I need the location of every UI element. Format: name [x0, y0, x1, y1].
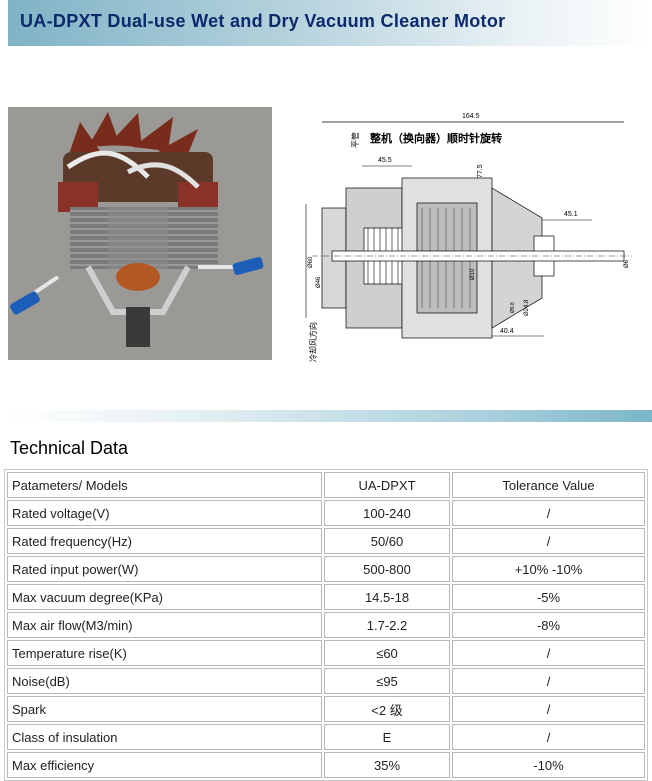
param-cell: Temperature rise(K) [7, 640, 322, 666]
section-divider [8, 410, 652, 422]
tolerance-cell: / [452, 668, 645, 694]
dim-shaft: Ø6 [624, 259, 630, 268]
param-cell: Rated input power(W) [7, 556, 322, 582]
table-row: Max efficiency 35% -10% [7, 752, 645, 778]
tolerance-cell: / [452, 696, 645, 722]
motor-photo-illustration [8, 107, 272, 360]
tolerance-cell: -8% [452, 612, 645, 638]
param-cell: Max air flow(M3/min) [7, 612, 322, 638]
drawing-title: 整机（换向器）顺时针旋转 [369, 131, 502, 145]
tolerance-cell: / [452, 724, 645, 750]
param-cell: Max efficiency [7, 752, 322, 778]
table-row: Rated voltage(V) 100-240 / [7, 500, 645, 526]
table-row: Max air flow(M3/min) 1.7-2.2 -8% [7, 612, 645, 638]
table-row: Class of insulation E / [7, 724, 645, 750]
spec-table: Patameters/ Models UA-DPXT Tolerance Val… [4, 469, 648, 781]
tolerance-cell: / [452, 640, 645, 666]
param-cell: Max vacuum degree(KPa) [7, 584, 322, 610]
dim-d3: 45.1 [564, 211, 578, 218]
motor-cross-section-drawing: 164.5 整机（换向器）顺时针旋转 平管 45.5 77.5 45.1 40.… [305, 113, 632, 362]
table-row: Rated input power(W) 500-800 +10% -10% [7, 556, 645, 582]
drawing-airflow-label: 冷却风方向 [308, 322, 318, 362]
table-row: Temperature rise(K) ≤60 / [7, 640, 645, 666]
dim-d1: 45.5 [378, 157, 392, 164]
motor-photo [8, 107, 272, 360]
dim-dia-mid: Ø9.8 [510, 302, 516, 313]
value-cell: ≤60 [324, 640, 450, 666]
dim-d4: 40.4 [500, 328, 514, 335]
tolerance-cell: -10% [452, 752, 645, 778]
dim-dia-60: Ø60 [308, 256, 314, 268]
header-tolerance: Tolerance Value [452, 472, 645, 498]
technical-drawing: 164.5 整机（换向器）顺时针旋转 平管 45.5 77.5 45.1 40.… [302, 108, 634, 364]
param-cell: Spark [7, 696, 322, 722]
value-cell: <2 级 [324, 696, 450, 722]
table-row: Spark <2 级 / [7, 696, 645, 722]
param-cell: Class of insulation [7, 724, 322, 750]
technical-data-heading: Technical Data [10, 438, 129, 458]
dim-dia-248: Ø24.8 [524, 299, 530, 316]
table-header-row: Patameters/ Models UA-DPXT Tolerance Val… [7, 472, 645, 498]
header-model: UA-DPXT [324, 472, 450, 498]
drawing-side-label: 平管 [350, 132, 360, 148]
table-row: Noise(dB) ≤95 / [7, 668, 645, 694]
value-cell: 50/60 [324, 528, 450, 554]
param-cell: Rated frequency(Hz) [7, 528, 322, 554]
value-cell: 100-240 [324, 500, 450, 526]
param-cell: Rated voltage(V) [7, 500, 322, 526]
value-cell: 35% [324, 752, 450, 778]
dim-d2: 77.5 [477, 164, 484, 178]
value-cell: 500-800 [324, 556, 450, 582]
tolerance-cell: / [452, 528, 645, 554]
tolerance-cell: +10% -10% [452, 556, 645, 582]
table-row: Max vacuum degree(KPa) 14.5-18 -5% [7, 584, 645, 610]
page-title: UA-DPXT Dual-use Wet and Dry Vacuum Clea… [20, 11, 506, 31]
value-cell: 1.7-2.2 [324, 612, 450, 638]
param-cell: Noise(dB) [7, 668, 322, 694]
dim-overall: 164.5 [462, 113, 480, 120]
tolerance-cell: / [452, 500, 645, 526]
dim-dia-10: Ø10 [470, 268, 476, 280]
title-banner: UA-DPXT Dual-use Wet and Dry Vacuum Clea… [8, 0, 652, 46]
table-row: Rated frequency(Hz) 50/60 / [7, 528, 645, 554]
value-cell: E [324, 724, 450, 750]
value-cell: ≤95 [324, 668, 450, 694]
header-parameters: Patameters/ Models [7, 472, 322, 498]
dim-dia-46: Ø46 [316, 276, 322, 288]
tolerance-cell: -5% [452, 584, 645, 610]
value-cell: 14.5-18 [324, 584, 450, 610]
